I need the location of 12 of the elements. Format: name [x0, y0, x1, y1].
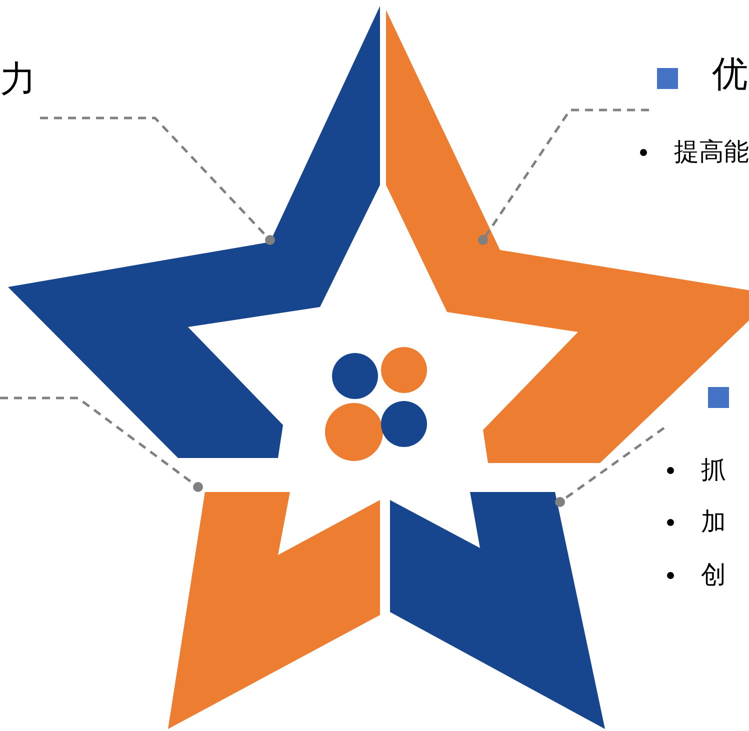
bullet-item: 加 — [665, 507, 726, 537]
bullet-item: 创 — [665, 560, 726, 590]
bullet-item: 提高能 — [638, 137, 749, 167]
leader-line — [478, 108, 649, 245]
star-segment — [168, 492, 380, 729]
bullet-item: 抓 — [665, 455, 726, 485]
leader-line — [0, 396, 203, 492]
heading: 力 — [0, 60, 36, 100]
star-segment — [390, 492, 605, 729]
leader-line — [555, 426, 665, 507]
heading: 优 — [712, 55, 748, 95]
leader-line — [40, 116, 275, 245]
